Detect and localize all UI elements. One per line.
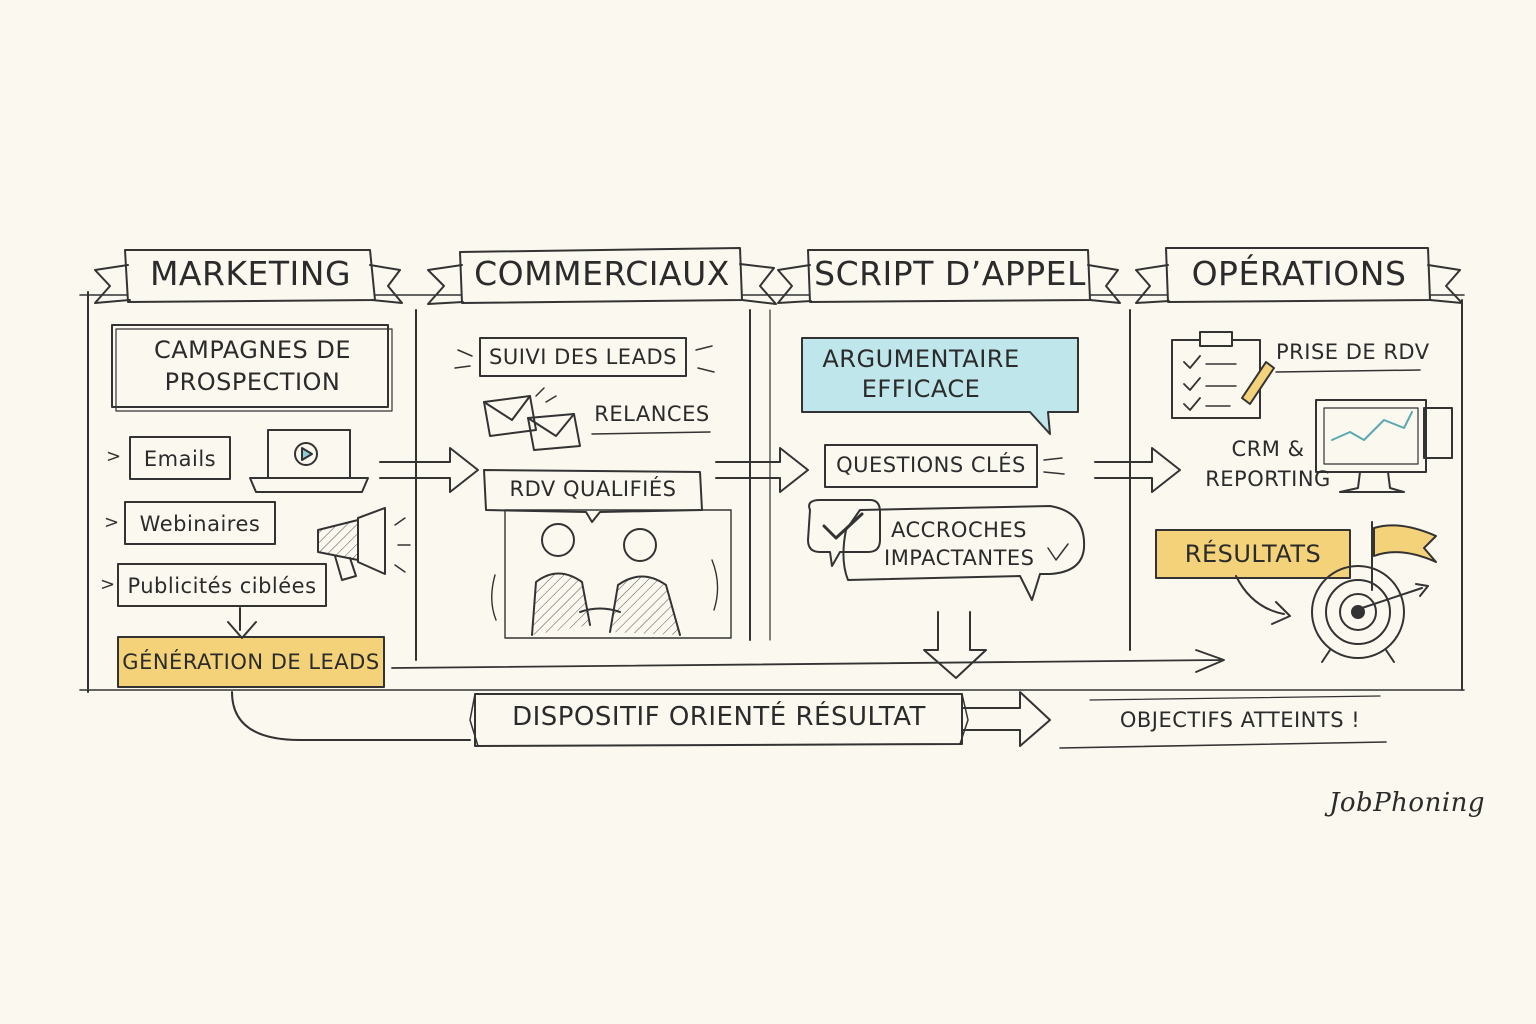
svg-text:>: > bbox=[104, 512, 119, 533]
emails-box bbox=[129, 436, 231, 480]
clipboard-icon bbox=[1171, 331, 1275, 419]
bottom-banner bbox=[474, 693, 963, 747]
arrow-curve-to-banner bbox=[231, 691, 471, 741]
column-title-marketing: MARKETING bbox=[149, 254, 352, 293]
arrow-long-right bbox=[391, 649, 1225, 673]
handshake-illustration bbox=[491, 523, 719, 636]
generation-leads-label: GÉNÉRATION DE LEADS bbox=[122, 650, 380, 674]
arrow-marketing-to-commerciaux bbox=[379, 447, 479, 493]
crm-reporting-label: CRM & REPORTING bbox=[1205, 437, 1331, 491]
campagnes-box bbox=[111, 324, 389, 408]
argumentaire-box bbox=[801, 337, 1079, 435]
checkmark-icon bbox=[822, 512, 864, 540]
questions-label: QUESTIONS CLÉS bbox=[836, 453, 1026, 477]
resultats-label: RÉSULTATS bbox=[1184, 540, 1322, 568]
arrow-down-script bbox=[923, 611, 987, 679]
webinaires-label: Webinaires bbox=[139, 512, 261, 536]
suivi-leads-label: SUIVI DES LEADS bbox=[489, 345, 677, 369]
accroches-label: ACCROCHES IMPACTANTES bbox=[884, 518, 1035, 570]
banner-script bbox=[777, 249, 1121, 304]
column-title-script: SCRIPT D’APPEL bbox=[814, 254, 1086, 293]
accroches-bubble bbox=[842, 505, 1086, 601]
generation-leads-box bbox=[117, 636, 385, 688]
column-title-commerciaux: COMMERCIAUX bbox=[474, 254, 730, 293]
rdv-bubble bbox=[483, 469, 703, 523]
laptop-icon bbox=[249, 429, 369, 493]
argumentaire-label: ARGUMENTAIRE EFFICACE bbox=[822, 345, 1020, 403]
publicites-box bbox=[117, 563, 327, 607]
svg-text:>: > bbox=[106, 446, 121, 467]
questions-box bbox=[824, 444, 1038, 488]
arrow-down-to-leads bbox=[227, 607, 257, 639]
envelope-icon bbox=[483, 387, 581, 451]
target-icon bbox=[1311, 565, 1429, 663]
rdv-qualifies-label: RDV QUALIFIÉS bbox=[509, 477, 677, 501]
checkmark-bubble bbox=[807, 499, 881, 567]
arrow-commerciaux-to-script bbox=[715, 447, 809, 493]
svg-text:>: > bbox=[100, 574, 115, 595]
campagnes-label: CAMPAGNES DE PROSPECTION bbox=[153, 336, 352, 396]
handshake-frame bbox=[504, 509, 732, 639]
relances-label: RELANCES bbox=[594, 402, 710, 426]
outcome-underline bbox=[1059, 741, 1387, 749]
publicites-label: Publicités ciblées bbox=[127, 574, 317, 598]
prise-rdv-label: PRISE DE RDV bbox=[1276, 340, 1430, 364]
bottom-banner-label: DISPOSITIF ORIENTÉ RÉSULTAT bbox=[512, 702, 926, 732]
megaphone-icon bbox=[317, 507, 411, 581]
banner-marketing bbox=[94, 249, 403, 304]
objectifs-label: OBJECTIFS ATTEINTS ! bbox=[1119, 708, 1361, 732]
column-title-operations: OPÉRATIONS bbox=[1191, 254, 1407, 293]
flag-icon bbox=[1371, 521, 1437, 591]
webinaires-box bbox=[124, 501, 276, 545]
arrow-script-to-operations bbox=[1094, 447, 1181, 493]
banner-operations bbox=[1135, 247, 1463, 304]
suivi-leads-box bbox=[479, 337, 687, 377]
resultats-box bbox=[1155, 529, 1351, 579]
arrow-banner-to-outcome bbox=[961, 691, 1051, 747]
emails-label: Emails bbox=[143, 447, 217, 471]
banner-commerciaux bbox=[427, 247, 777, 305]
arrow-to-target bbox=[1235, 575, 1291, 625]
monitor-icon bbox=[1315, 399, 1453, 493]
jobphoning-signature: JobPhoning bbox=[1328, 788, 1486, 818]
